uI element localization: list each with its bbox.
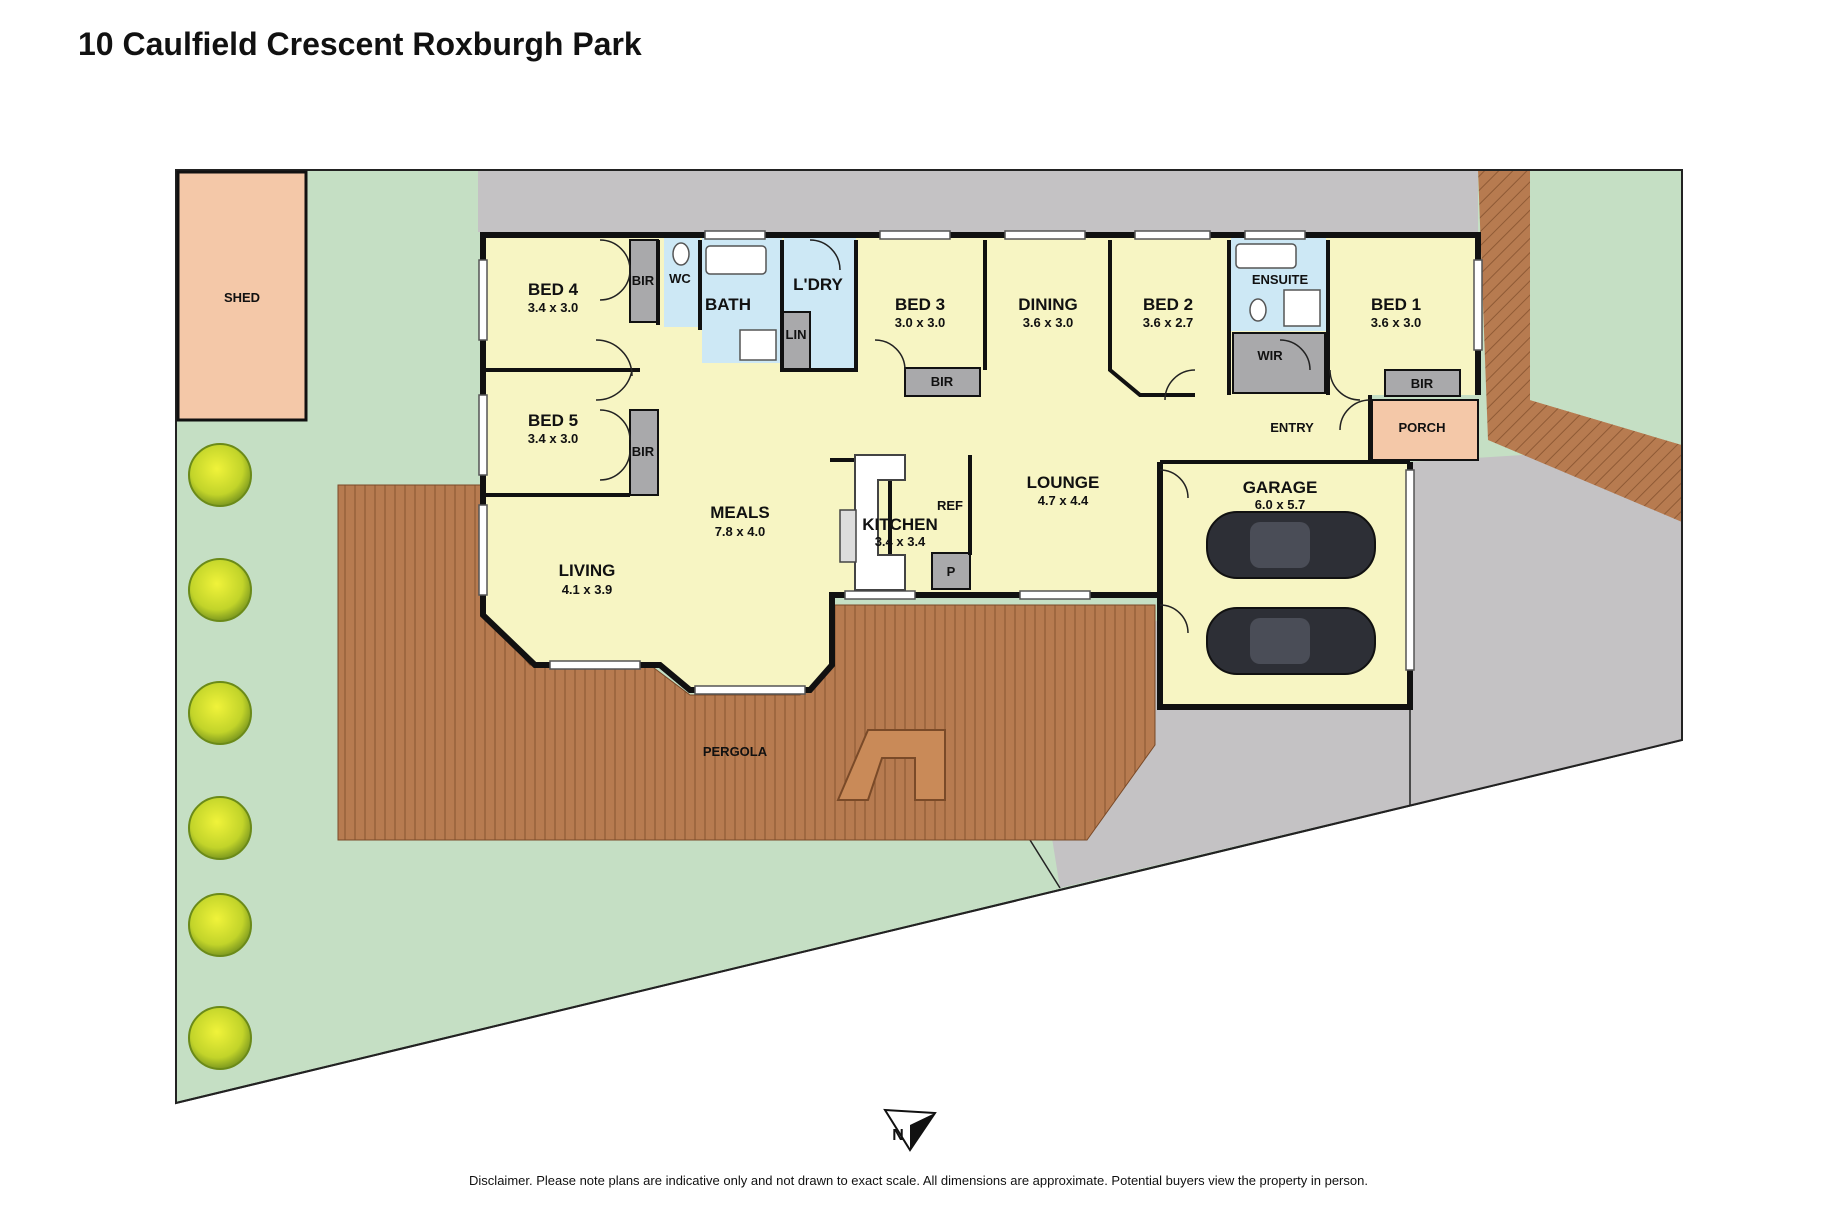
bed3-bir-label: BIR (931, 374, 954, 389)
bed5-dim: 3.4 x 3.0 (528, 431, 579, 446)
bed4-dim: 3.4 x 3.0 (528, 300, 579, 315)
compass-label: N (892, 1127, 904, 1144)
dining-dim: 3.6 x 3.0 (1023, 315, 1074, 330)
bed1-bir-label: BIR (1411, 376, 1434, 391)
bed4-bir-label: BIR (632, 273, 655, 288)
porch-label: PORCH (1399, 420, 1446, 435)
bed2-name: BED 2 (1143, 295, 1193, 314)
page-title: 10 Caulfield Crescent Roxburgh Park (78, 26, 642, 62)
laundry-label: L'DRY (793, 275, 843, 294)
pantry (931, 552, 971, 590)
living-name: LIVING (559, 561, 616, 580)
shed-label: SHED (224, 290, 260, 305)
ensuite-label: ENSUITE (1252, 272, 1309, 287)
driveway-paving (478, 170, 1478, 232)
disclaimer: Disclaimer. Please note plans are indica… (469, 1173, 1368, 1188)
bed5-name: BED 5 (528, 411, 578, 430)
shed (176, 170, 308, 422)
bed4-name: BED 4 (528, 280, 579, 299)
north-arrow-icon: N (883, 1108, 937, 1152)
car-2 (1206, 607, 1376, 675)
bed1-dim: 3.6 x 3.0 (1371, 315, 1422, 330)
dining-name: DINING (1018, 295, 1078, 314)
shrubs (188, 443, 252, 1070)
wir (1232, 332, 1326, 394)
linen-label: LIN (786, 327, 807, 342)
ref-label: REF (937, 498, 963, 513)
bed3-bir (904, 367, 981, 397)
porch (1371, 399, 1479, 461)
living-dim: 4.1 x 3.9 (562, 582, 613, 597)
kitchen-bench (854, 454, 906, 591)
wir-label: WIR (1257, 348, 1283, 363)
car-1 (1206, 511, 1376, 579)
pantry-label: P (947, 564, 956, 579)
kitchen-dim: 3.4 x 3.4 (875, 534, 926, 549)
bed3-dim: 3.0 x 3.0 (895, 315, 946, 330)
bed1-name: BED 1 (1371, 295, 1421, 314)
bed5-bir-label: BIR (632, 444, 655, 459)
side-path (1478, 170, 1682, 522)
meals-dim: 7.8 x 4.0 (715, 524, 766, 539)
garage-name: GARAGE (1243, 478, 1318, 497)
bed2-dim: 3.6 x 2.7 (1143, 315, 1194, 330)
lounge-name: LOUNGE (1027, 473, 1100, 492)
lounge-dim: 4.7 x 4.4 (1038, 493, 1089, 508)
kitchen-name: KITCHEN (862, 515, 938, 534)
bed5-bir (629, 409, 659, 496)
bed3-name: BED 3 (895, 295, 945, 314)
wc-label: WC (669, 271, 691, 286)
bbq-counter (836, 729, 946, 801)
garage-dim: 6.0 x 5.7 (1255, 497, 1306, 512)
bed1-bir (1384, 369, 1461, 397)
entry-label: ENTRY (1270, 420, 1314, 435)
linen (781, 311, 811, 371)
meals-name: MEALS (710, 503, 770, 522)
bed4-bir (629, 239, 659, 323)
bath-label: BATH (705, 295, 751, 314)
pergola-label: PERGOLA (703, 744, 768, 759)
